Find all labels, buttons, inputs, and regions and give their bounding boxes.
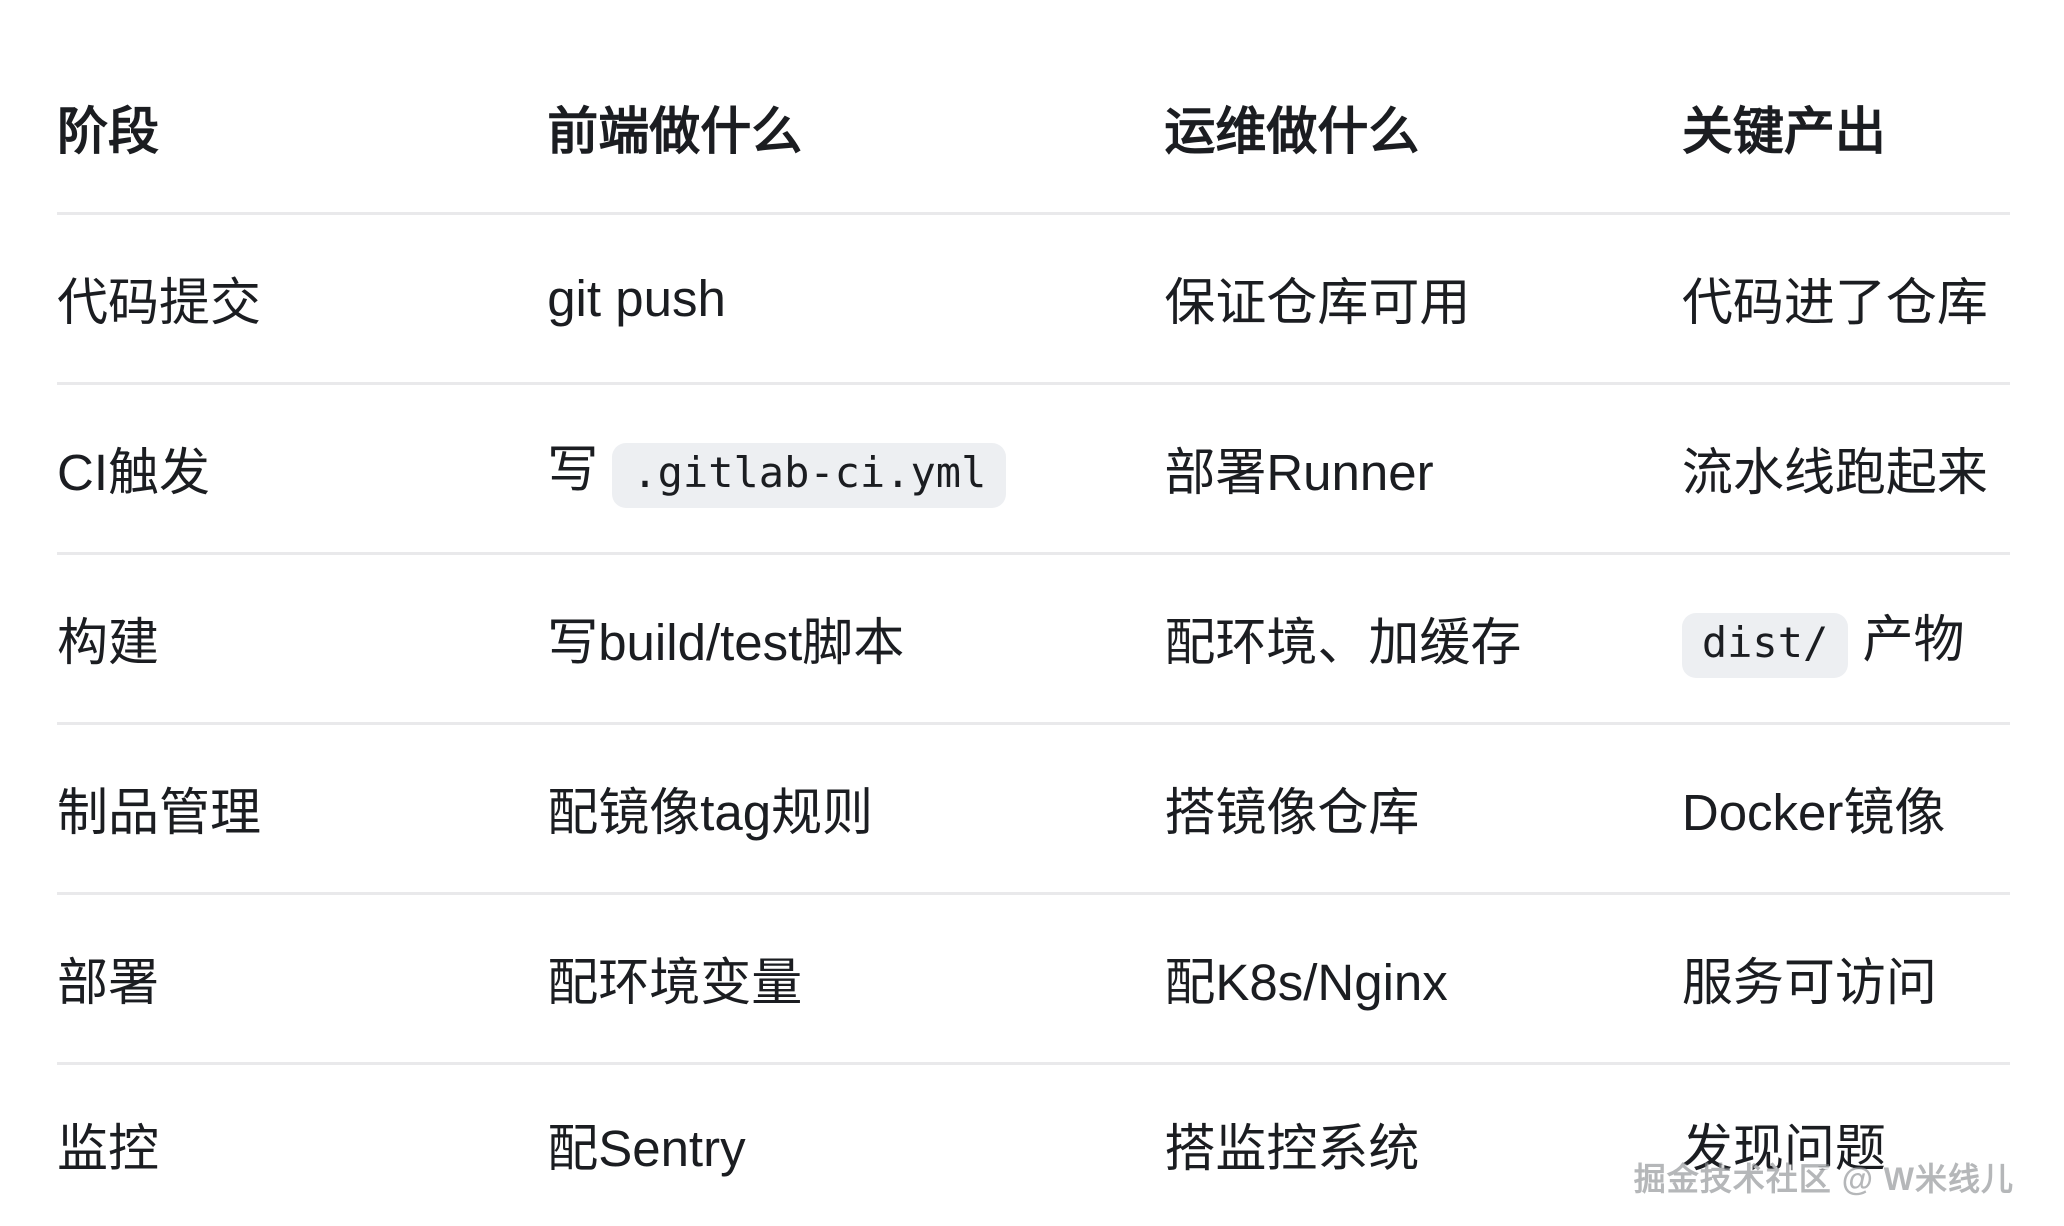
cell-stage: 制品管理	[57, 723, 548, 895]
cell-text: 部署	[57, 954, 160, 1011]
cell-text: 配环境变量	[547, 954, 803, 1011]
cell-frontend: 配Sentry	[547, 1063, 1164, 1223]
cell-text: 服务可访问	[1681, 954, 1937, 1011]
table-body: 代码提交 git push 保证仓库可用 代码进了仓库 CI触发 写 .gitlab-ci…	[57, 213, 2010, 1223]
cell-frontend: 写build/test脚本	[547, 553, 1165, 725]
cell-text: 构建	[57, 614, 160, 671]
table-row: 构建 写build/test脚本 配环境、加缓存 dist/ 产物	[57, 553, 2010, 725]
cell-text: 产物	[1848, 611, 1965, 669]
cell-frontend: 写 .gitlab-ci.yml	[547, 383, 1165, 555]
cell-stage: 监控	[57, 1063, 547, 1223]
column-header-frontend: 前端做什么	[547, 0, 1165, 215]
cell-text: 配环境、加缓存	[1164, 614, 1522, 671]
cell-ops: 配环境、加缓存	[1164, 553, 1682, 725]
cell-text: 搭监控系统	[1164, 1119, 1420, 1177]
cell-text: 搭镜像仓库	[1164, 784, 1420, 841]
cell-text: 代码进了仓库	[1681, 274, 1988, 331]
cell-text: 配K8s/Nginx	[1164, 954, 1448, 1011]
cell-ops: 搭监控系统	[1164, 1063, 1682, 1223]
code-pill: dist/	[1681, 613, 1849, 678]
cell-text: 写build/test脚本	[547, 614, 905, 671]
cell-frontend: git push	[547, 213, 1165, 385]
cell-ops: 配K8s/Nginx	[1164, 893, 1682, 1065]
table-row: 部署 配环境变量 配K8s/Nginx 服务可访问	[57, 893, 2010, 1065]
cell-output: 服务可访问	[1681, 893, 2010, 1065]
cell-text: 写	[547, 441, 613, 499]
cell-frontend: 配镜像tag规则	[547, 723, 1165, 895]
column-header-ops: 运维做什么	[1164, 0, 1682, 215]
cell-text: 发现问题	[1681, 1119, 1886, 1177]
table-row: 代码提交 git push 保证仓库可用 代码进了仓库	[57, 213, 2010, 385]
cell-text: 部署Runner	[1164, 444, 1434, 501]
table-row: 监控 配Sentry 搭监控系统 发现问题	[57, 1063, 2010, 1223]
cell-text: Docker镜像	[1681, 784, 1946, 841]
cell-text: 保证仓库可用	[1164, 274, 1471, 331]
cell-output: 代码进了仓库	[1681, 213, 2010, 385]
cell-ops: 保证仓库可用	[1164, 213, 1682, 385]
cell-output: 流水线跑起来	[1681, 383, 2010, 555]
table-header-row: 阶段 前端做什么 运维做什么 关键产出	[57, 0, 2010, 215]
cell-frontend: 配环境变量	[547, 893, 1165, 1065]
column-header-output: 关键产出	[1681, 0, 2010, 215]
cell-text: 配镜像tag规则	[547, 784, 874, 841]
cell-stage: CI触发	[57, 383, 548, 555]
cell-text: 配Sentry	[547, 1119, 746, 1177]
cell-ops: 搭镜像仓库	[1164, 723, 1682, 895]
code-pill: .gitlab-ci.yml	[612, 443, 1007, 508]
cell-stage: 构建	[57, 553, 548, 725]
cell-ops: 部署Runner	[1164, 383, 1682, 555]
cell-text: 制品管理	[57, 784, 262, 841]
column-header-stage: 阶段	[57, 0, 548, 215]
cell-text: CI触发	[57, 444, 211, 501]
cell-text: 流水线跑起来	[1681, 444, 1988, 501]
cell-output: dist/ 产物	[1681, 553, 2010, 725]
cell-stage: 部署	[57, 893, 548, 1065]
cell-output: Docker镜像	[1681, 723, 2010, 895]
cell-text: 代码提交	[57, 274, 262, 331]
cell-text: git push	[547, 269, 726, 327]
cell-output: 发现问题	[1682, 1063, 2010, 1223]
table-row: 制品管理 配镜像tag规则 搭镜像仓库 Docker镜像	[57, 723, 2010, 895]
cell-text: 监控	[57, 1119, 160, 1177]
cell-stage: 代码提交	[57, 213, 548, 385]
